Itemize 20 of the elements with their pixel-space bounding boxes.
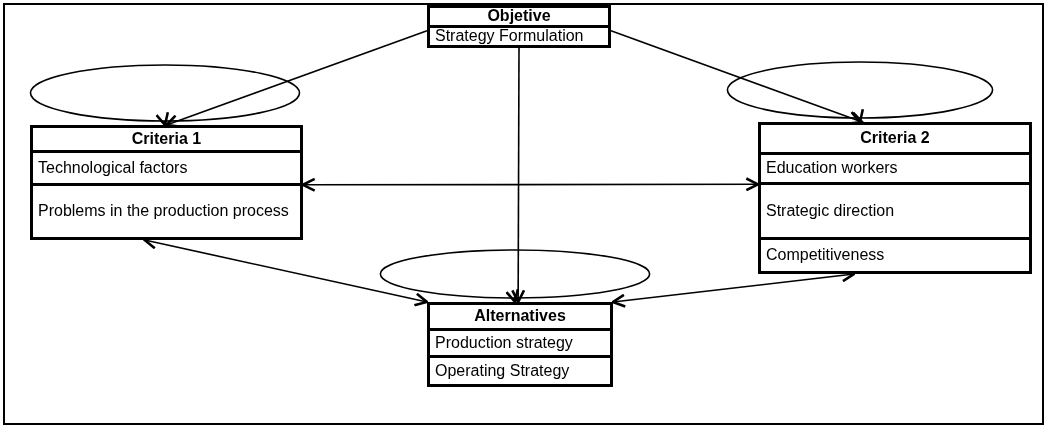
concept-box xyxy=(427,302,613,387)
concept-box xyxy=(758,122,1032,274)
loop-arrow xyxy=(29,64,301,127)
box-text: Strategic direction xyxy=(761,182,1029,238)
box-text: Competitiveness xyxy=(761,237,1029,271)
box-text: Problems in the production process xyxy=(33,182,300,237)
box-heading: Objetive xyxy=(486,8,552,25)
box-text: Technological factors xyxy=(33,150,300,183)
arrow xyxy=(511,47,526,304)
box-text: Strategy Formulation xyxy=(430,24,608,45)
box-text: Operating Strategy xyxy=(430,355,610,384)
box-heading: Alternatives xyxy=(473,306,567,327)
concept-box xyxy=(427,5,611,48)
box-text: Education workers xyxy=(761,152,1029,183)
arrow xyxy=(301,177,760,192)
box-heading: Criteria 1 xyxy=(130,128,203,149)
box-heading: Criteria 2 xyxy=(859,128,931,149)
loop-arrow xyxy=(379,249,651,304)
box-text: Production strategy xyxy=(430,328,610,356)
concept-box xyxy=(30,125,303,240)
